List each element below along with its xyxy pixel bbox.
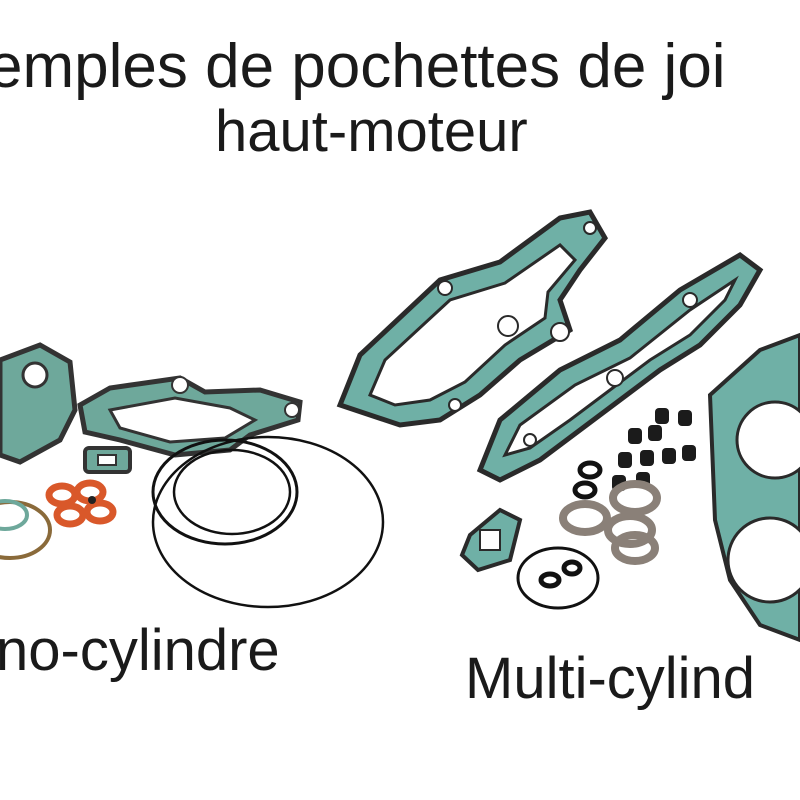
title-line-2: haut-moteur (215, 99, 528, 164)
caption-multi-cylindre: Multi-cylind (465, 646, 756, 711)
mono-o-rings (151, 435, 385, 609)
multi-cylinder-gasket-kit (336, 209, 800, 643)
multi-small-o-rings (538, 460, 603, 589)
mono-cylinder-gasket-kit (0, 342, 385, 609)
mono-head-gasket (0, 342, 78, 465)
title-line-1: emples de pochettes de joi (0, 32, 726, 101)
caption-mono-cylindre: no-cylindre (0, 618, 280, 683)
multi-valve-stem-seals (612, 408, 696, 491)
multi-large-o-ring (516, 546, 600, 610)
multi-steel-rings (559, 480, 661, 565)
mono-head-gasket-hole (21, 361, 49, 389)
mono-copper-washers (45, 479, 117, 528)
